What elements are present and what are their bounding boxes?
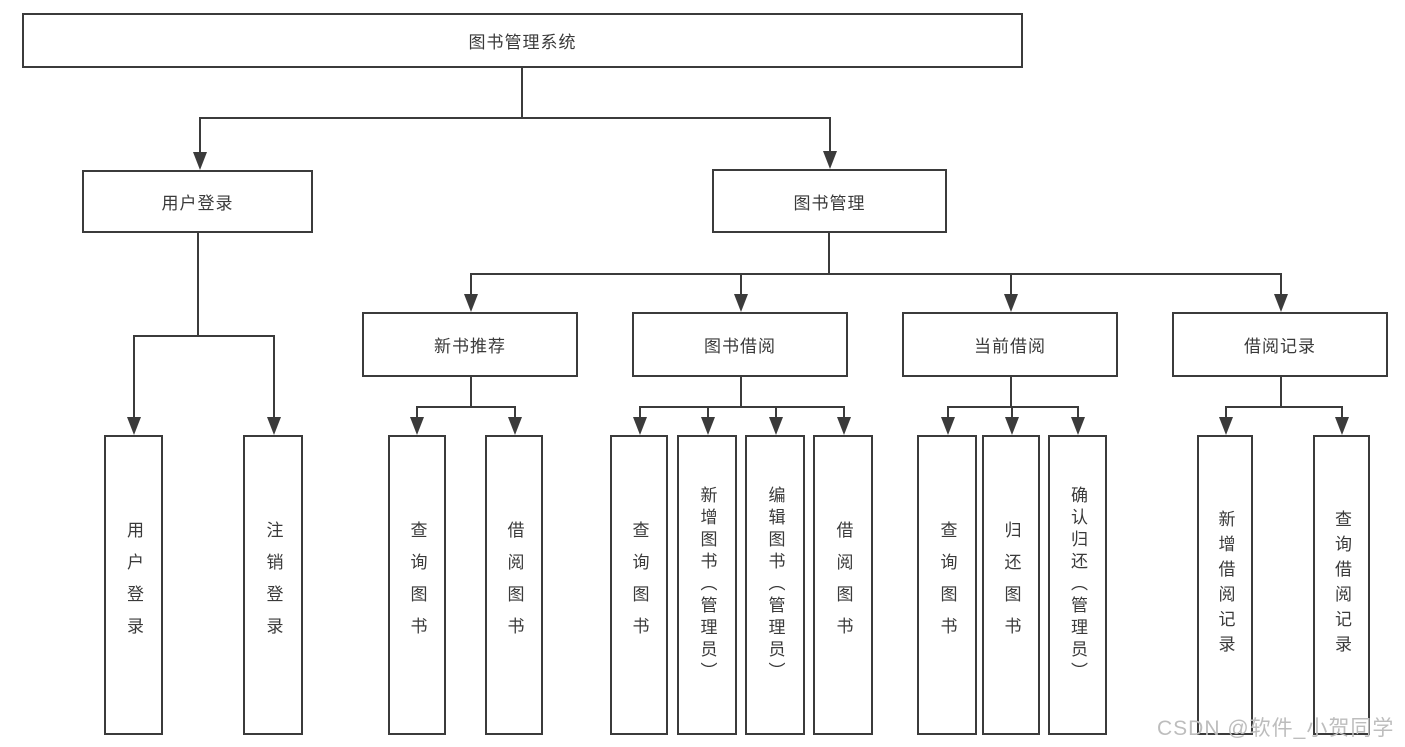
- connector-bookmgmt-split: [470, 273, 1281, 275]
- connector-to-currentborrow: [1010, 273, 1012, 294]
- connector-stub: [639, 406, 641, 417]
- connector-stub: [775, 406, 777, 417]
- arrow-down-cb-return: [1005, 417, 1019, 435]
- connector-login-stem: [197, 233, 199, 335]
- connector-login-split: [133, 335, 275, 337]
- arrow-down-nb-query: [410, 417, 424, 435]
- leaf-borrow-add-books-admin: 新增图书（管理员）: [677, 435, 737, 735]
- connector-bookmgmt-stem: [828, 233, 830, 273]
- arrow-down-bb-edit: [769, 417, 783, 435]
- leaf-borrow-edit-books-admin: 编辑图书（管理员）: [745, 435, 805, 735]
- connector-to-logout: [273, 335, 275, 417]
- arrow-down-nb-borrow: [508, 417, 522, 435]
- leaf-current-confirm-return-admin: 确认归还（管理员）: [1048, 435, 1107, 735]
- connector-to-login: [199, 117, 201, 152]
- connector-stub: [1011, 406, 1013, 417]
- arrow-down-user-login: [127, 417, 141, 435]
- node-book-borrow: 图书借阅: [632, 312, 848, 377]
- arrow-down-cb-confirm: [1071, 417, 1085, 435]
- node-current-borrow: 当前借阅: [902, 312, 1118, 377]
- arrow-down-bookmgmt: [823, 151, 837, 169]
- node-user-login-branch: 用户登录: [82, 170, 313, 233]
- leaf-user-login: 用户登录: [104, 435, 163, 735]
- connector-stub: [707, 406, 709, 417]
- node-book-management-branch: 图书管理: [712, 169, 947, 233]
- connector-stub: [1077, 406, 1079, 417]
- connector-currentborrow-stem: [1010, 377, 1012, 406]
- node-root: 图书管理系统: [22, 13, 1023, 68]
- leaf-current-return-books: 归还图书: [982, 435, 1040, 735]
- connector-newbooks-stem: [470, 377, 472, 406]
- csdn-watermark: CSDN @软件_小贺同学: [1157, 717, 1395, 740]
- connector-to-records: [1280, 273, 1282, 294]
- arrow-down-bb-borrow: [837, 417, 851, 435]
- connector-to-bookborrow: [740, 273, 742, 294]
- arrow-down-bb-query: [633, 417, 647, 435]
- arrow-down-logout: [267, 417, 281, 435]
- node-new-book-recommend: 新书推荐: [362, 312, 578, 377]
- leaf-records-query-record: 查询借阅记录: [1313, 435, 1370, 735]
- leaf-borrow-borrow-books: 借阅图书: [813, 435, 873, 735]
- connector-root-stem: [521, 67, 523, 117]
- connector-bookborrow-stem: [740, 377, 742, 406]
- arrow-down-rec-add: [1219, 417, 1233, 435]
- connector-bookborrow-split: [639, 406, 844, 408]
- arrow-down-cb-query: [941, 417, 955, 435]
- connector-to-user-login: [133, 335, 135, 417]
- connector-stub: [843, 406, 845, 417]
- connector-stub: [1341, 406, 1343, 417]
- arrow-down-rec-query: [1335, 417, 1349, 435]
- arrow-down-newbooks: [464, 294, 478, 312]
- leaf-newbook-query-books: 查询图书: [388, 435, 446, 735]
- leaf-logout: 注销登录: [243, 435, 303, 735]
- connector-records-stem: [1280, 377, 1282, 406]
- connector-to-bookmgmt: [829, 117, 831, 152]
- leaf-current-query-books: 查询图书: [917, 435, 977, 735]
- arrow-down-login: [193, 152, 207, 170]
- connector-stub: [416, 406, 418, 417]
- arrow-down-bb-add: [701, 417, 715, 435]
- arrow-down-records: [1274, 294, 1288, 312]
- node-borrow-records: 借阅记录: [1172, 312, 1388, 377]
- leaf-records-add-record: 新增借阅记录: [1197, 435, 1253, 735]
- connector-stub: [947, 406, 949, 417]
- connector-newbooks-split: [416, 406, 516, 408]
- connector-stub: [514, 406, 516, 417]
- leaf-borrow-query-books: 查询图书: [610, 435, 668, 735]
- leaf-newbook-borrow-books: 借阅图书: [485, 435, 543, 735]
- arrow-down-currentborrow: [1004, 294, 1018, 312]
- connector-root-split: [199, 117, 831, 119]
- connector-stub: [1225, 406, 1227, 417]
- connector-to-newbooks: [470, 273, 472, 294]
- arrow-down-bookborrow: [734, 294, 748, 312]
- connector-records-split: [1225, 406, 1342, 408]
